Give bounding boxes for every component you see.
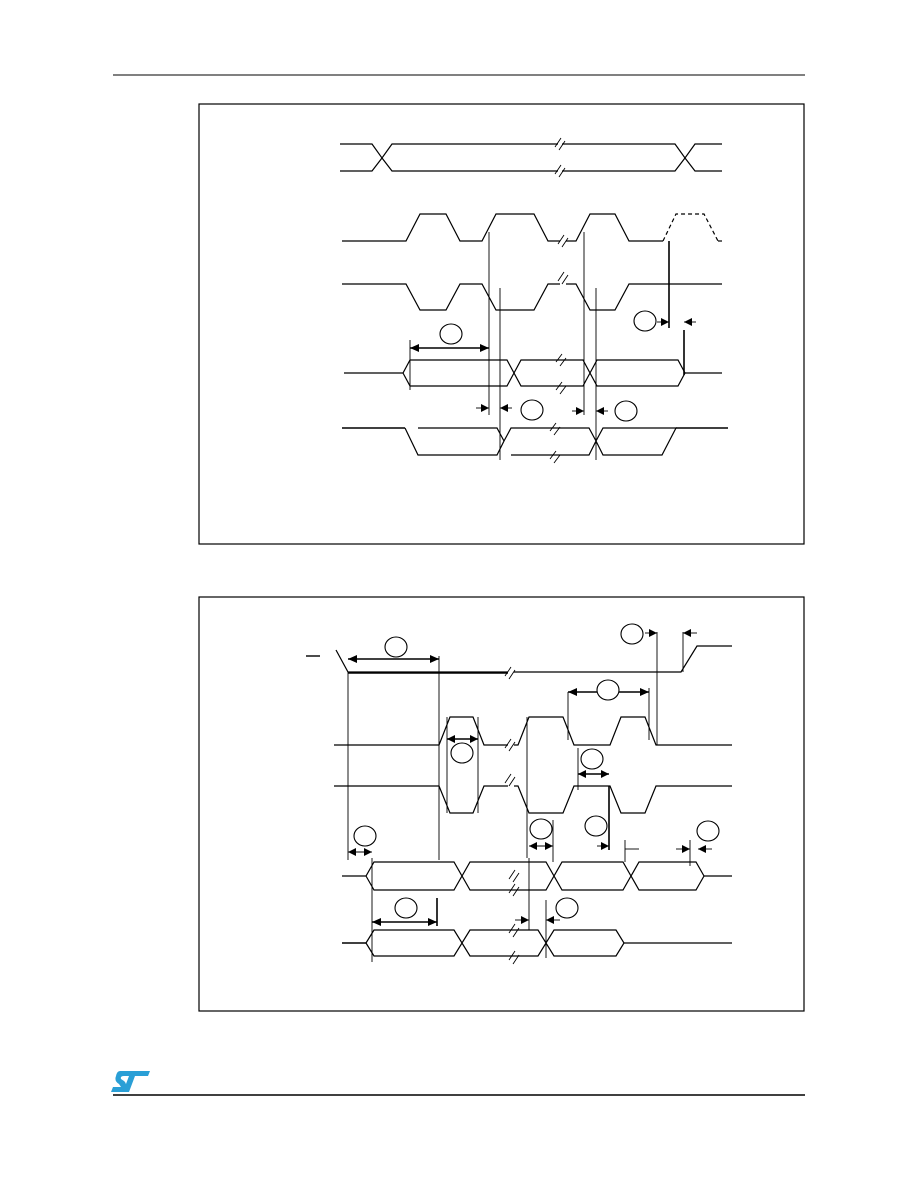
st-logo: [111, 1071, 150, 1092]
figure-1-frame: [198, 103, 805, 545]
fig1-reference-lines: [409, 232, 685, 460]
fig2-waveform-2: [334, 716, 732, 752]
figure-2-frame: [198, 596, 805, 1012]
timing-diagram-2: [198, 596, 805, 1012]
fig2-waveform-4: [342, 861, 732, 897]
fig1-waveform-4: [344, 353, 722, 395]
fig1-waveform-3: [342, 271, 722, 311]
st-logo-mark: [111, 1071, 150, 1092]
fig2-reference-lines: [347, 632, 691, 962]
fig2-label-1: [384, 636, 408, 658]
fig1-label-1: [439, 323, 463, 345]
fig1-circled-labels: [439, 310, 657, 422]
fig1-label-4: [633, 310, 657, 332]
fig2-circled-labels: [353, 623, 720, 919]
fig1-label-2: [520, 399, 544, 421]
fig2-label-7: [529, 818, 553, 840]
fig2-label-5: [580, 748, 604, 770]
fig2-label-9: [696, 820, 720, 842]
fig1-label-3: [614, 400, 638, 422]
fig1-timing-arrows: [410, 318, 696, 415]
fig2-label-11: [555, 897, 579, 919]
timing-diagram-1: [198, 103, 805, 545]
fig1-waveform-1: [340, 137, 722, 178]
fig1-waveform-2: [342, 213, 722, 248]
fig2-label-8: [584, 815, 608, 837]
fig2-label-2: [620, 623, 644, 645]
fig2-waveform-5: [342, 923, 732, 965]
fig2-label-4: [450, 742, 474, 764]
fig2-waveform-3: [334, 773, 732, 814]
fig1-waveform-5: [342, 422, 728, 464]
fig2-label-6: [353, 825, 377, 847]
fig2-label-10: [394, 897, 418, 919]
fig2-label-3: [596, 679, 620, 701]
